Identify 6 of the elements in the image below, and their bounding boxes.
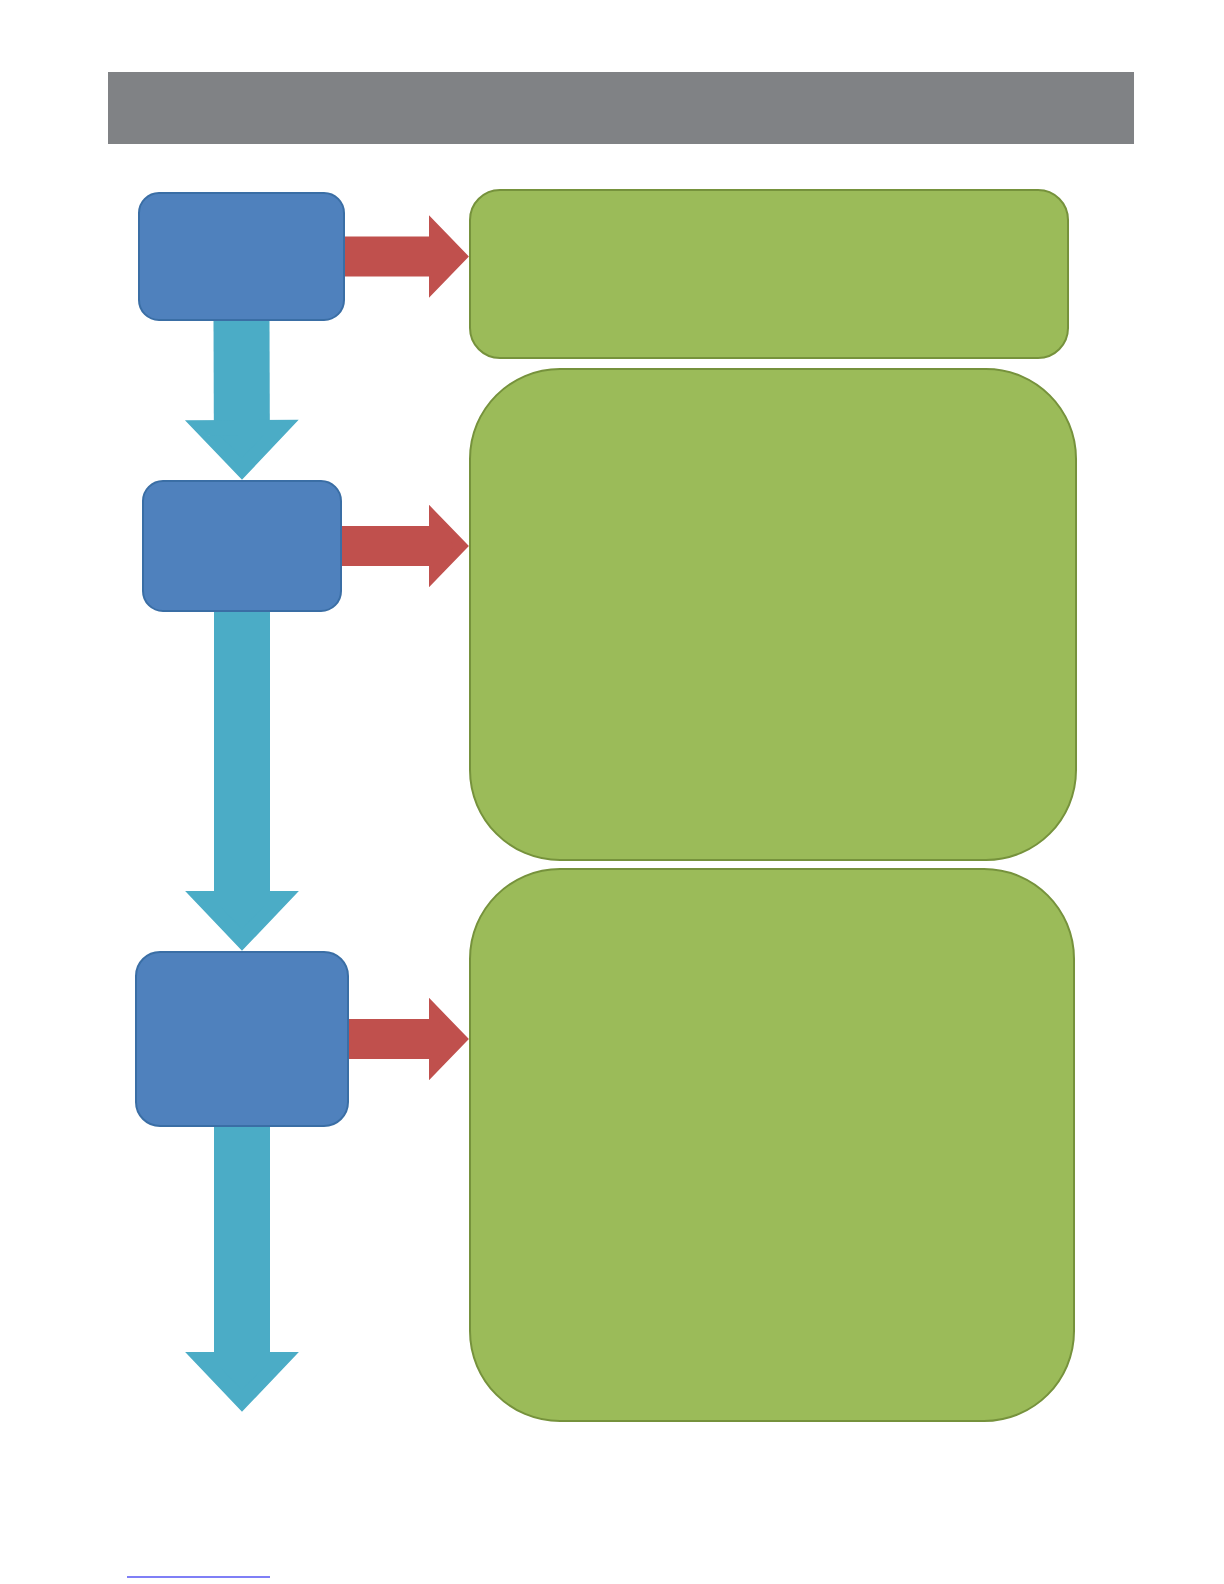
process-box [138,192,345,321]
process-box [135,951,349,1127]
description-box [469,189,1069,359]
description-box [469,368,1077,861]
description-box [469,868,1075,1422]
process-box [142,480,342,612]
